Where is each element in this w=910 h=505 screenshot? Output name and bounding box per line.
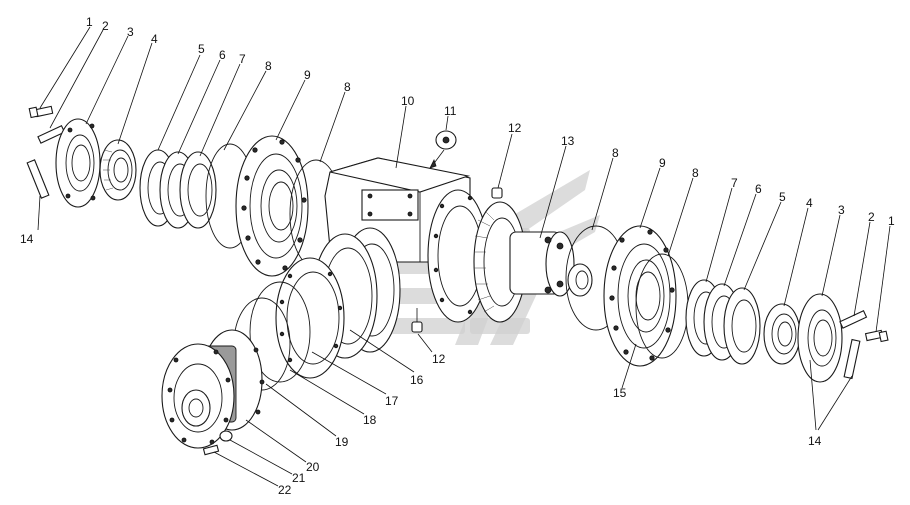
label-9-left: 9 bbox=[304, 68, 311, 82]
drain-plug-top bbox=[491, 187, 503, 199]
label-9-right: 9 bbox=[659, 156, 666, 170]
label-2-right: 2 bbox=[868, 210, 875, 224]
bearing-left bbox=[99, 139, 137, 201]
label-4-right: 4 bbox=[806, 196, 813, 210]
label-3-left: 3 bbox=[127, 25, 134, 39]
bolt-left bbox=[28, 105, 54, 119]
shim-pack-right bbox=[685, 279, 761, 365]
label-11: 11 bbox=[444, 104, 457, 118]
label-4-left: 4 bbox=[151, 32, 158, 46]
bearing-cap-left bbox=[55, 118, 101, 208]
washer-21 bbox=[219, 430, 233, 442]
lock-strip-right bbox=[843, 338, 861, 380]
bearing-housing-flange-right bbox=[603, 225, 677, 367]
lock-plate-right bbox=[839, 310, 868, 329]
label-16: 16 bbox=[410, 373, 424, 387]
label-5-right: 5 bbox=[779, 190, 786, 204]
label-12-top: 12 bbox=[508, 121, 522, 135]
lock-plate-left bbox=[37, 125, 66, 144]
label-20: 20 bbox=[306, 460, 320, 474]
label-2-left: 2 bbox=[102, 19, 109, 33]
differential-unit bbox=[161, 329, 265, 449]
bearing-housing-flange-left bbox=[235, 135, 309, 277]
label-14-right: 14 bbox=[808, 434, 822, 448]
label-7-left: 7 bbox=[239, 52, 246, 66]
label-10: 10 bbox=[401, 94, 415, 108]
breather-plug bbox=[429, 130, 457, 169]
label-8-left-a: 8 bbox=[265, 59, 272, 73]
bolt-right bbox=[864, 329, 889, 343]
label-8-right-a: 8 bbox=[612, 146, 619, 160]
leader-lines bbox=[37, 26, 891, 487]
bearing-right bbox=[763, 303, 801, 365]
bearing-cap-right bbox=[797, 293, 843, 383]
label-14-left: 14 bbox=[20, 232, 34, 246]
shim-pack-left bbox=[139, 149, 217, 229]
label-22: 22 bbox=[278, 483, 292, 497]
label-18: 18 bbox=[363, 413, 377, 427]
label-15: 15 bbox=[613, 386, 627, 400]
label-8-left-b: 8 bbox=[344, 80, 351, 94]
differential-carrier bbox=[509, 231, 593, 297]
label-5-left: 5 bbox=[198, 42, 205, 56]
label-12-bottom: 12 bbox=[432, 352, 446, 366]
label-21: 21 bbox=[292, 471, 306, 485]
label-6-right: 6 bbox=[755, 182, 762, 196]
label-8-right-b: 8 bbox=[692, 166, 699, 180]
callout-numbers: 1 2 3 4 5 6 7 8 9 8 10 11 12 13 8 9 8 7 … bbox=[20, 15, 895, 497]
label-1-right: 1 bbox=[888, 214, 895, 228]
label-1-left: 1 bbox=[86, 15, 93, 29]
label-6-left: 6 bbox=[219, 48, 226, 62]
lock-strip-left bbox=[26, 159, 50, 199]
drain-plug-bottom bbox=[411, 308, 423, 333]
label-7-right: 7 bbox=[731, 176, 738, 190]
gasket-18 bbox=[249, 281, 311, 383]
label-17: 17 bbox=[385, 394, 399, 408]
label-3-right: 3 bbox=[838, 203, 845, 217]
label-19: 19 bbox=[335, 435, 349, 449]
gasket-17 bbox=[275, 257, 345, 379]
label-13: 13 bbox=[561, 134, 575, 148]
bolt-22 bbox=[202, 444, 220, 456]
